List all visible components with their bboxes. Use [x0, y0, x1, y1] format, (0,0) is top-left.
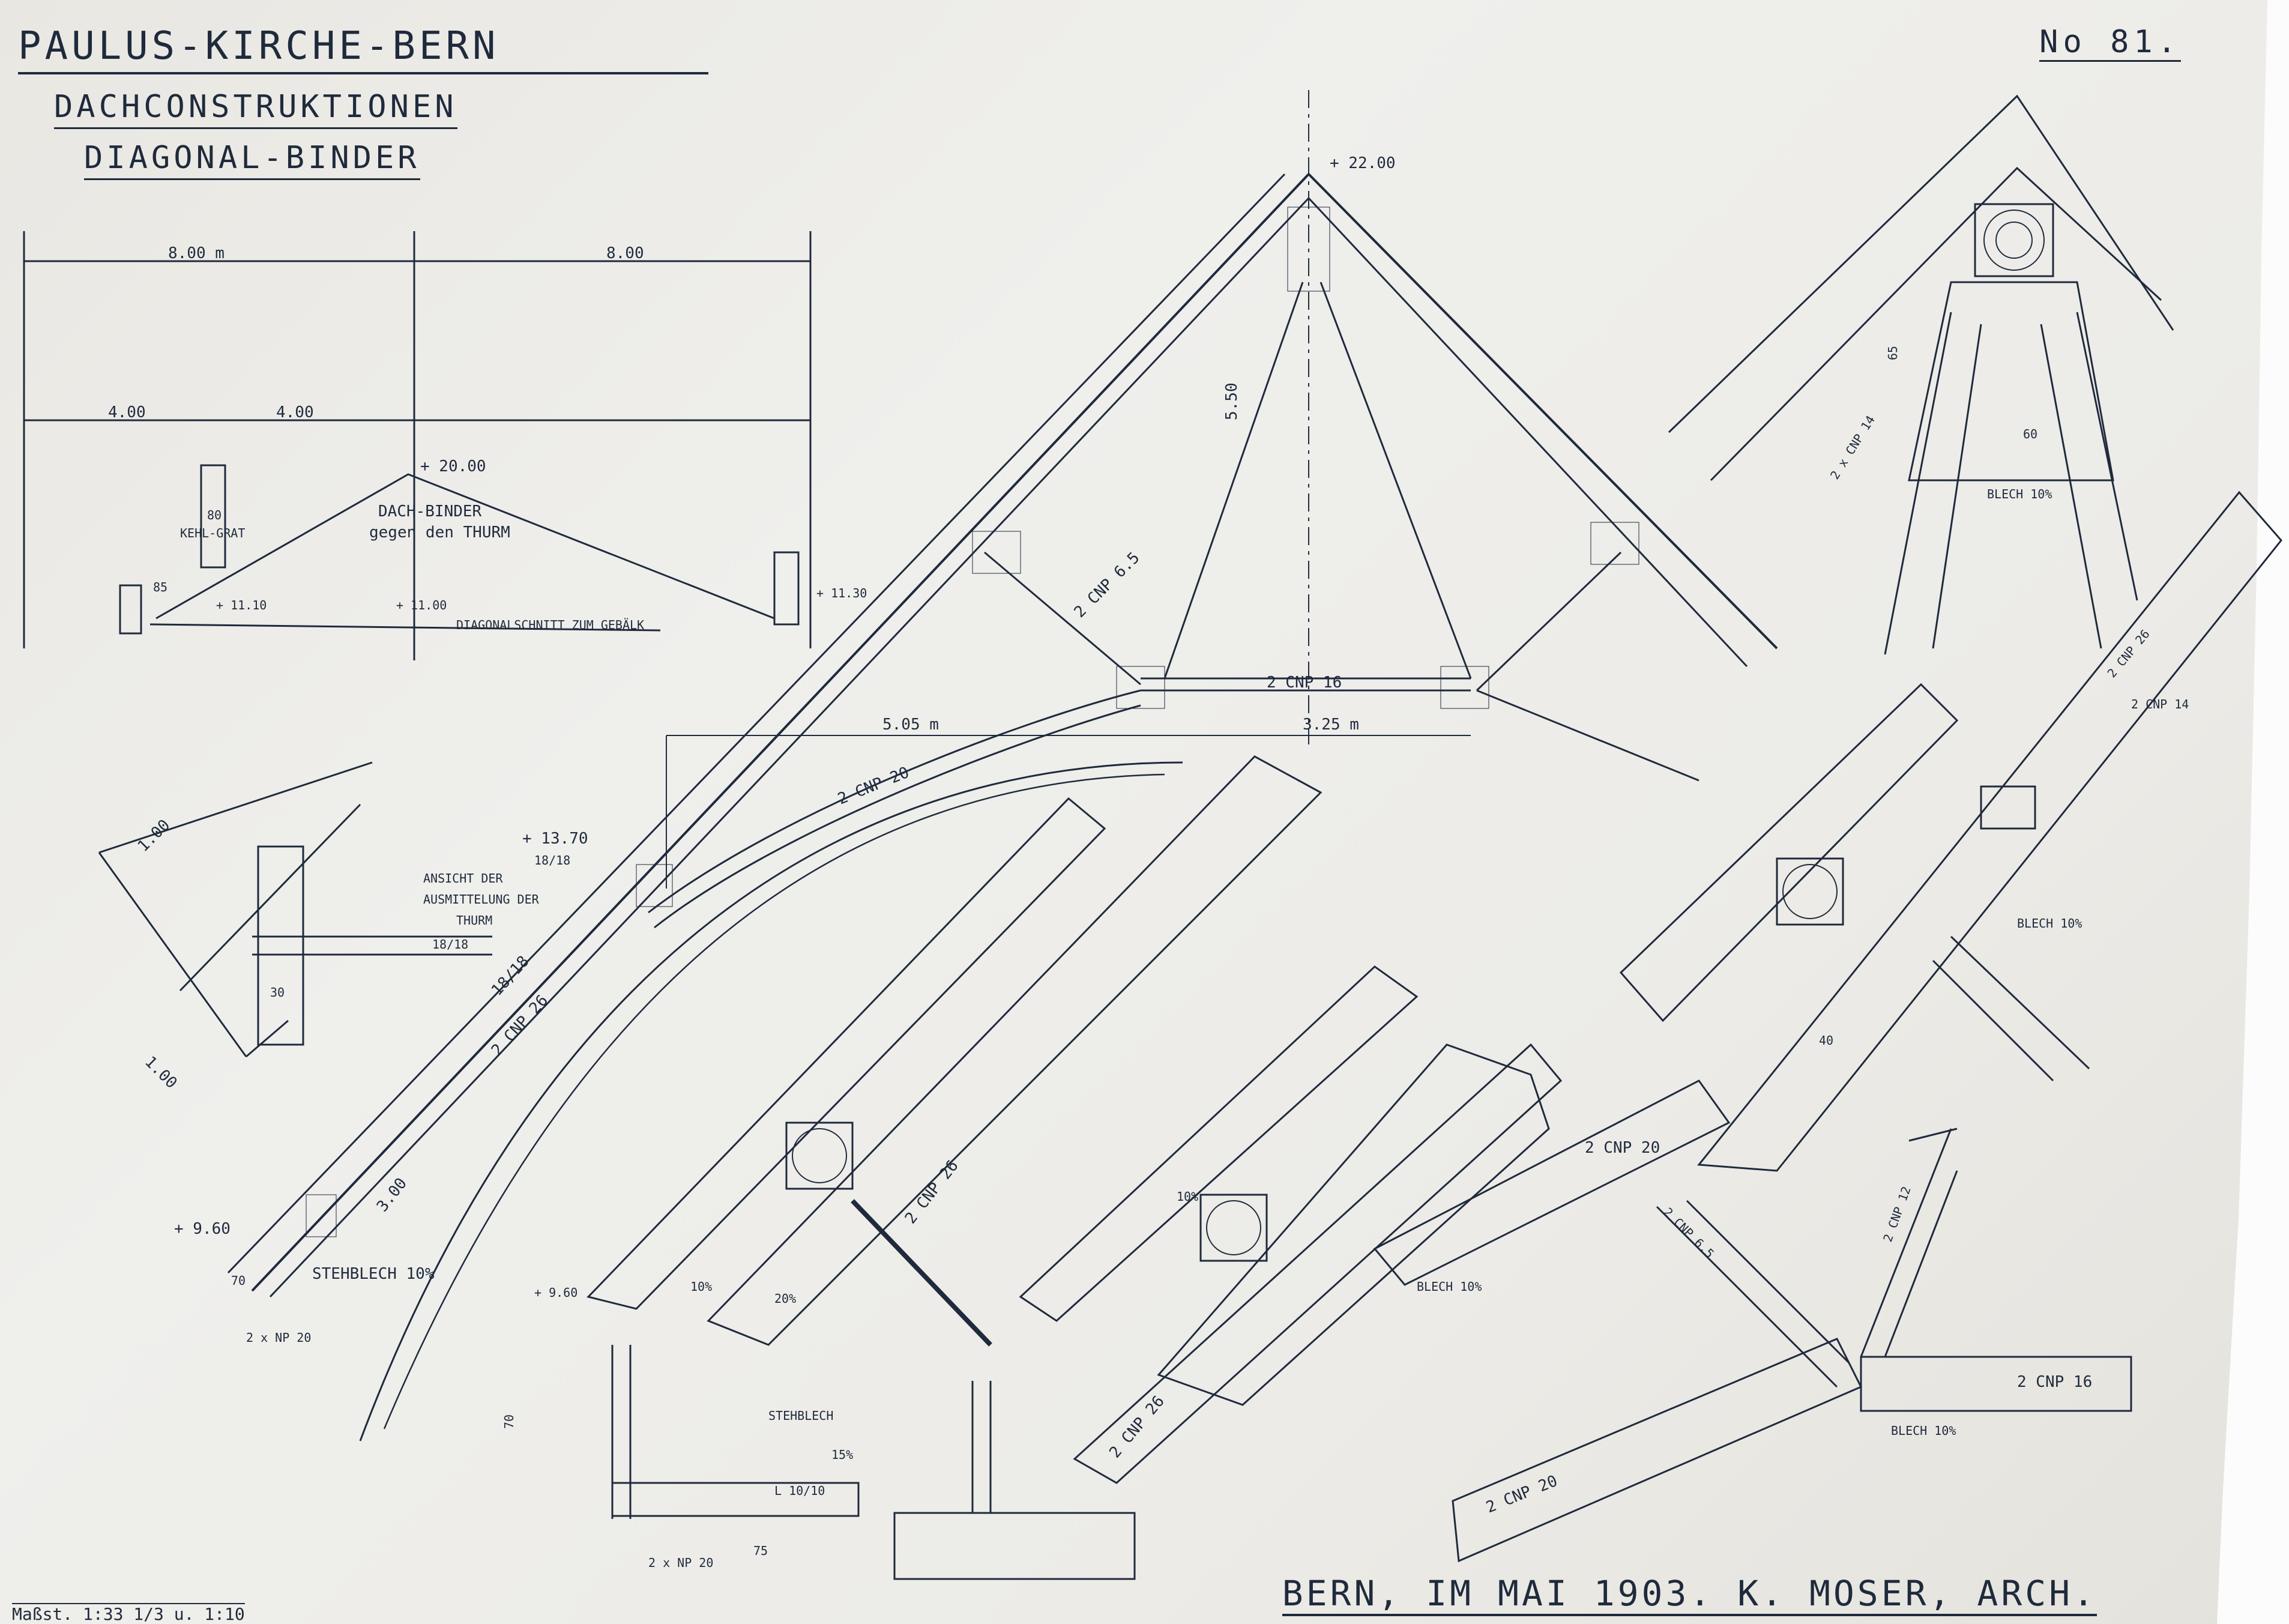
dim-half-right: 4.00: [276, 403, 314, 421]
dim-span-a: 5.05 m: [882, 716, 939, 734]
dim-span-b: 3.25 m: [1303, 716, 1359, 734]
eave-detail-right: [1619, 491, 2282, 1172]
member-cnp65: 2 CNP 6.5: [1071, 549, 1144, 621]
dim-span-left: 8.00 m: [168, 244, 225, 262]
base-detail-right: [1019, 965, 1731, 1484]
title-line-3: DIAGONAL-BINDER: [84, 140, 420, 180]
label-gegen-thurm: gegen den THURM: [369, 524, 510, 542]
angle-l1010: L 10/10: [774, 1484, 825, 1498]
dim-40: 40: [1819, 1033, 1833, 1048]
diag-100-b: 1.00: [141, 1053, 180, 1092]
timber-18-18-c: 18/18: [432, 937, 468, 952]
dim-80: 80: [207, 508, 222, 522]
label-binder: DACH-BINDER: [378, 503, 482, 521]
dim-height-main: 5.50: [1223, 382, 1241, 420]
plan-diagram: [23, 231, 812, 660]
timber-18-18-a: 18/18: [488, 952, 533, 999]
label-blech-a: BLECH 10%: [1987, 487, 2052, 501]
label-kehl-grat: KEHL-GRAT: [180, 526, 245, 540]
level-top-left: + 20.00: [420, 457, 486, 475]
level-base-2: + 9.60: [534, 1285, 578, 1300]
label-blech-b: BLECH 10%: [2017, 916, 2082, 931]
member-cnp14-b: 2 CNP 14: [2131, 697, 2189, 711]
dim-65: 65: [1886, 346, 1900, 360]
tower-detail: [98, 761, 492, 1058]
main-truss: [227, 90, 1778, 1441]
dim-85: 85: [153, 580, 167, 594]
signature: BERN, IM MAI 1903. K. MOSER, ARCH.: [1282, 1573, 2097, 1616]
plate-15: 15%: [831, 1447, 853, 1462]
member-cnp16: 2 CNP 16: [1267, 674, 1342, 692]
level-side-center: + 11.00: [396, 598, 447, 612]
label-stehblech-2: STEHBLECH: [768, 1408, 833, 1423]
level-side-right: + 11.30: [816, 586, 867, 600]
title-block: PAULUS-KIRCHE-BERN DACHCONSTRUKTIONEN DI…: [18, 24, 708, 180]
dim-60: 60: [2023, 427, 2037, 441]
apex-detail: [1668, 94, 2174, 655]
member-np20-b: 2 x NP 20: [648, 1556, 713, 1570]
level-side-left: + 11.10: [216, 598, 267, 612]
dim-70-b: 70: [502, 1414, 516, 1429]
label-blech-d: BLECH 10%: [1891, 1423, 1956, 1438]
tie-detail: [1452, 1127, 2132, 1563]
dim-70: 70: [231, 1273, 246, 1288]
dim-span-right: 8.00: [606, 244, 644, 262]
sheet-number: No 81.: [2039, 24, 2181, 62]
dim-75: 75: [753, 1544, 768, 1558]
diag-100-a: 1.00: [134, 816, 173, 855]
base-detail-centre: [587, 755, 1322, 1580]
dim-half-left: 4.00: [108, 403, 146, 421]
member-np20: 2 x NP 20: [246, 1330, 311, 1345]
plate-10a: 10%: [690, 1279, 712, 1294]
member-cnp20: 2 CNP 20: [835, 764, 911, 809]
plate-10b: 10%: [1177, 1189, 1198, 1204]
member-cnp20-b: 2 CNP 20: [1585, 1139, 1660, 1157]
member-cnp14: 2 x CNP 14: [1827, 413, 1878, 482]
member-cnp26: 2 CNP 26: [488, 992, 552, 1060]
label-ansicht: ANSICHT DER: [423, 871, 503, 886]
title-line-1: PAULUS-KIRCHE-BERN: [18, 24, 708, 74]
plate-20: 20%: [774, 1291, 796, 1306]
label-blech-c: BLECH 10%: [1417, 1279, 1482, 1294]
label-ausmittelung: AUSMITTELUNG DER: [423, 892, 540, 907]
member-cnp16-b: 2 CNP 16: [2017, 1373, 2092, 1391]
apex-level: + 22.00: [1330, 154, 1396, 172]
level-base: + 9.60: [174, 1220, 231, 1238]
label-diagonalschnitt: DIAGONALSCHNITT ZUM GEBÄLK: [456, 618, 644, 632]
label-thurm: THURM: [456, 913, 492, 928]
dim-30: 30: [270, 985, 285, 1000]
member-cnp20-c: 2 CNP 20: [1483, 1472, 1560, 1517]
scale-note: Maßst. 1:33 1/3 u. 1:10: [12, 1603, 245, 1624]
timber-18-18-b: 18/18: [534, 853, 570, 868]
member-cnp26-b: 2 CNP 26: [902, 1157, 962, 1227]
title-line-2: DACHCONSTRUKTIONEN: [54, 89, 457, 129]
level-mid: + 13.70: [522, 830, 588, 848]
member-cnp26-c: 2 CNP 26: [2104, 627, 2152, 680]
member-cnp65-b: 2 CNP 6.5: [1660, 1205, 1717, 1261]
label-stehblech: STEHBLECH 10%: [312, 1265, 435, 1283]
